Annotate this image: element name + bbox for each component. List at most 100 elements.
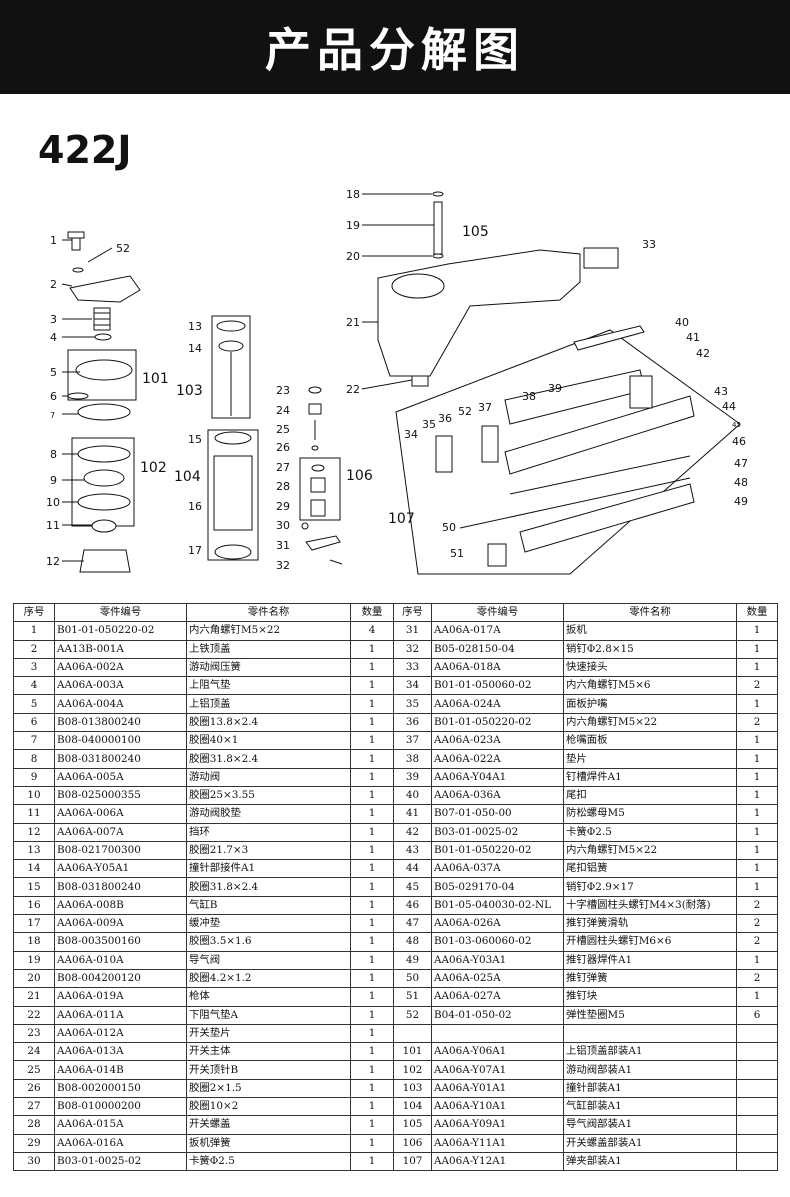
table-cell: 42 [393,822,432,842]
table-cell: 8 [13,749,55,769]
table-cell: B05-028150-04 [431,639,564,659]
table-cell: 10 [13,785,55,806]
callout-label: 103 [176,383,203,399]
table-cell: 上铝顶盖部装A1 [563,1042,737,1062]
table-cell: 开关螺盖 [186,1115,351,1135]
table-cell: 47 [393,914,432,934]
table-cell: 9 [13,767,55,787]
table-cell: 1 [736,877,778,897]
table-cell: 2 [736,968,778,989]
callout-label: 52 [116,242,130,255]
table-cell: B08-004200120 [54,968,187,989]
table-cell: AA06A-019A [54,987,187,1007]
table-cell: B01-01-050220-02 [431,840,564,861]
table-cell: 胶圈13.8×2.4 [186,712,351,733]
table-cell: AA06A-Y10A1 [431,1097,564,1117]
table-cell: 49 [393,950,432,970]
callout-label: 4 [50,331,57,344]
callout-label: 42 [696,347,710,360]
callout-label: 101 [142,371,169,387]
table-cell: 下阻气垫A [186,1005,351,1025]
table-cell: 23 [13,1023,55,1044]
table-cell: 卡簧Φ2.5 [563,822,737,842]
table-cell: 内六角螺钉M5×22 [563,840,737,861]
table-cell: 胶圈25×3.55 [186,785,351,806]
model-number: 422J [38,128,132,172]
table-cell: 2 [736,914,778,934]
table-cell: 1 [736,749,778,769]
callout-label: 45 [732,421,741,429]
table-cell: 上铝顶盖 [186,694,351,714]
table-cell: 24 [13,1042,55,1062]
table-cell: 4 [13,676,55,696]
column-header: 序号 [393,602,432,623]
table-cell: 1 [350,932,394,952]
table-cell: 1 [350,694,394,714]
table-cell: 游动阀胶垫 [186,804,351,824]
callout-label: 44 [722,400,736,413]
table-cell: 尾扣铝簧 [563,859,737,879]
table-cell: 1 [350,877,394,897]
table-cell: AA06A-008B [54,895,187,916]
table-cell: 胶圈2×1.5 [186,1078,351,1099]
table-cell: AA06A-025A [431,968,564,989]
table-cell: 弹性垫圈M5 [563,1005,737,1025]
table-cell: 48 [393,932,432,952]
table-cell: 2 [736,712,778,733]
table-cell: 3 [13,657,55,678]
callout-label: 36 [438,412,452,425]
table-cell: 25 [13,1060,55,1080]
callout-label: 34 [404,428,418,441]
table-cell: 39 [393,767,432,787]
table-cell: B03-01-0025-02 [431,822,564,842]
table-cell: 1 [350,804,394,824]
table-cell: 撞针部接件A1 [186,859,351,879]
table-cell: 1 [736,950,778,970]
table-cell: 销钉Φ2.8×15 [563,639,737,659]
column-header: 零件编号 [431,602,564,623]
table-cell: AA06A-Y01A1 [431,1078,564,1099]
table-cell: 开关顶针B [186,1060,351,1080]
table-cell: 1 [350,822,394,842]
callout-label: 25 [276,423,290,436]
table-cell: AA06A-003A [54,676,187,696]
table-cell: 内六角螺钉M5×22 [563,712,737,733]
table-cell: 1 [350,1133,394,1153]
table-cell: 45 [393,877,432,897]
table-cell: AA06A-012A [54,1023,187,1044]
table-cell: 扳机弹簧 [186,1133,351,1153]
table-cell: 13 [13,840,55,861]
table-cell: 上铁顶盖 [186,639,351,659]
table-cell: 1 [736,694,778,714]
callout-label: 50 [442,521,456,534]
table-cell: 胶圈4.2×1.2 [186,968,351,989]
callout-label: 35 [422,418,436,431]
table-cell: 1 [736,804,778,824]
callout-label: 49 [734,495,748,508]
table-cell: 1 [350,639,394,659]
table-cell: 1 [350,987,394,1007]
table-cell: 1 [350,950,394,970]
callout-label: 7 [50,411,55,420]
table-cell: 内六角螺钉M5×22 [186,621,351,641]
table-cell: AA06A-017A [431,621,564,641]
table-cell: AA06A-Y05A1 [54,859,187,879]
callout-label: 19 [346,219,360,232]
table-cell: 1 [736,657,778,678]
table-cell: 1 [350,767,394,787]
table-cell: AA06A-Y09A1 [431,1115,564,1135]
callout-label: 1 [50,234,57,247]
table-cell: 28 [13,1115,55,1135]
table-cell: 1 [350,1042,394,1062]
table-cell: 胶圈10×2 [186,1097,351,1117]
table-cell: 34 [393,676,432,696]
callout-label: 11 [46,519,60,532]
table-cell: 缓冲垫 [186,914,351,934]
